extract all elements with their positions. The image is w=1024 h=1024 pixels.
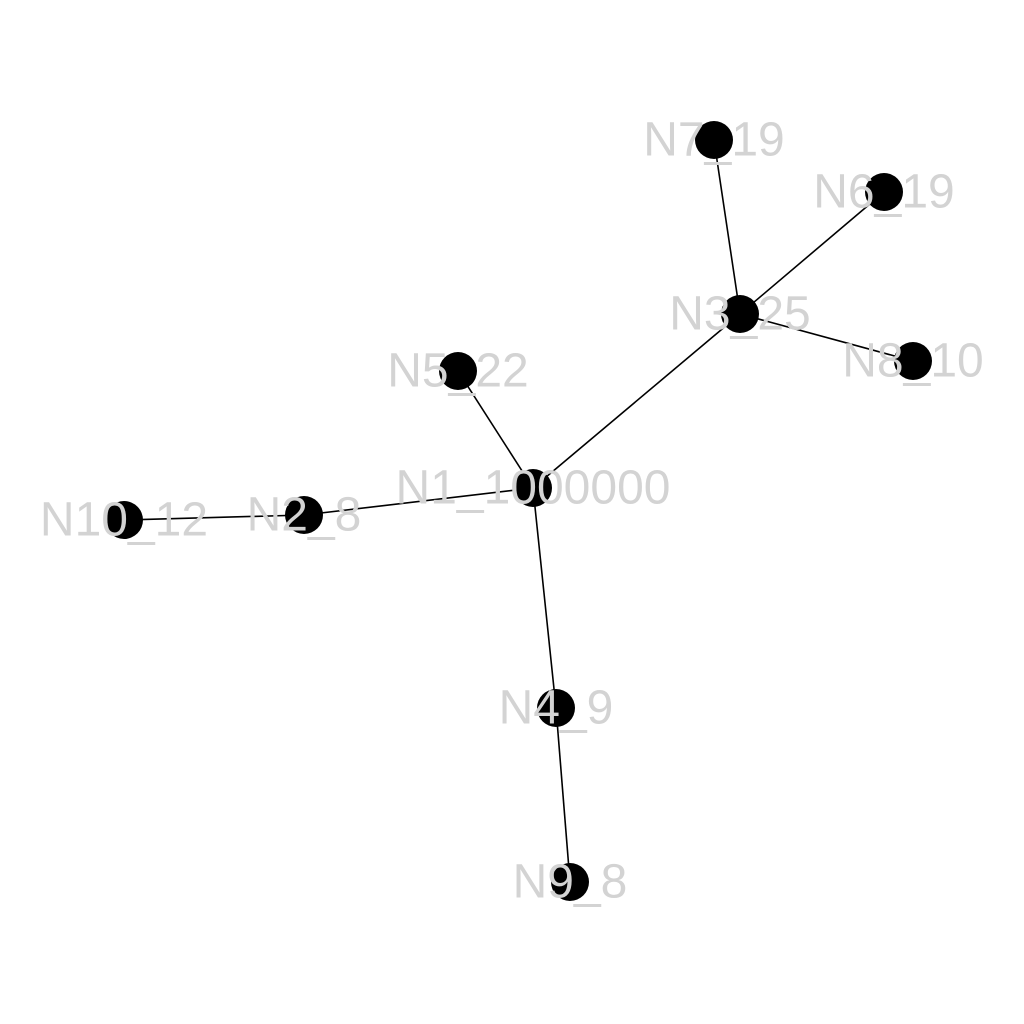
edge-n2-n10 xyxy=(123,514,305,521)
nodes-layer xyxy=(105,121,932,901)
node-label-n4: N4_9 xyxy=(499,682,614,735)
node-label-n2: N2_8 xyxy=(247,489,362,542)
edge-n1-n4 xyxy=(532,487,557,709)
edge-n1-n3 xyxy=(532,313,741,489)
edge-n3-n8 xyxy=(739,313,914,362)
node-n7 xyxy=(695,121,733,159)
node-n3 xyxy=(721,295,759,333)
node-label-n8: N8_10 xyxy=(842,335,983,388)
node-label-n7: N7_19 xyxy=(643,114,784,167)
node-n8 xyxy=(894,342,932,380)
edges-layer xyxy=(123,139,914,883)
node-n10 xyxy=(105,501,143,539)
node-label-n9: N9_8 xyxy=(513,856,628,909)
node-label-n1: N1_1000000 xyxy=(396,462,671,515)
node-n4 xyxy=(537,689,575,727)
node-n2 xyxy=(285,496,323,534)
node-n5 xyxy=(439,352,477,390)
edge-n1-n5 xyxy=(457,370,534,489)
node-label-n5: N5_22 xyxy=(387,345,528,398)
node-n6 xyxy=(865,173,903,211)
edge-n3-n6 xyxy=(739,191,885,315)
node-label-n6: N6_19 xyxy=(813,166,954,219)
edge-n3-n7 xyxy=(713,139,741,315)
node-label-n10: N10_12 xyxy=(40,494,208,547)
edge-n1-n2 xyxy=(303,487,534,516)
edge-n4-n9 xyxy=(555,707,571,883)
node-n1 xyxy=(514,469,552,507)
node-n9 xyxy=(551,863,589,901)
node-label-n3: N3_25 xyxy=(669,288,810,341)
